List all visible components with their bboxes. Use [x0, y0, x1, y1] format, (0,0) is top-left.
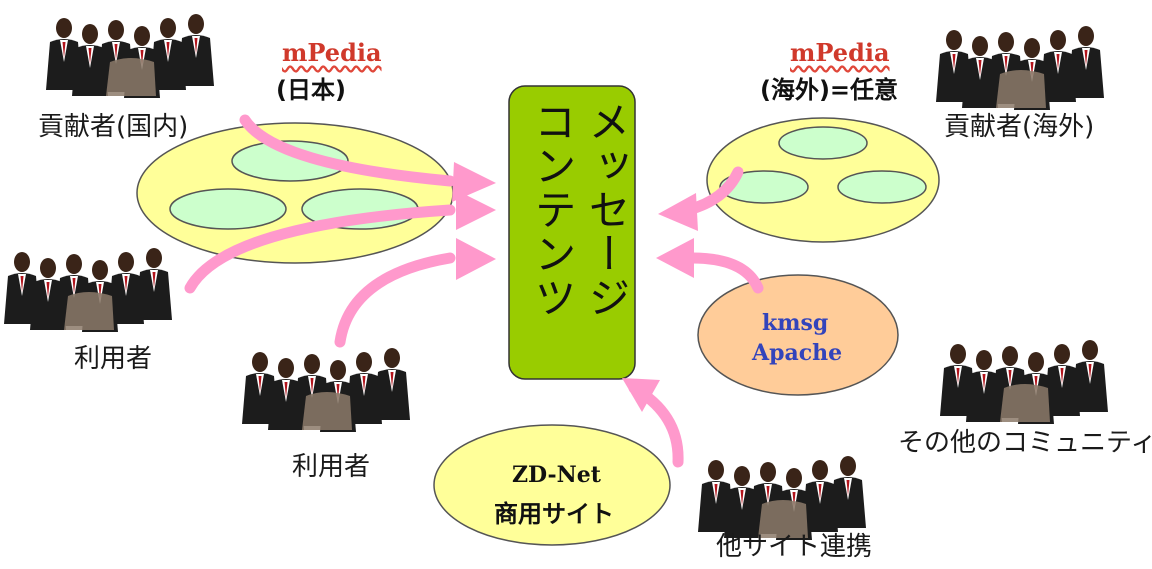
people-group-icon — [4, 248, 172, 332]
domestic-contributors-label: 貢献者(国内) — [38, 112, 189, 142]
overseas-contributors-label: 貢献者(海外) — [944, 112, 1095, 142]
people-group-icon — [936, 26, 1104, 110]
kmsg-label: kmsg — [762, 310, 829, 336]
people-group-icon — [698, 456, 866, 540]
zdnet-label: ZD-Net — [512, 462, 601, 488]
mpedia-japan-ellipse — [136, 122, 454, 264]
people-group-icon — [242, 348, 410, 432]
zdnet-ellipse — [433, 424, 671, 546]
other-site-link-label: 他サイト連携 — [716, 532, 873, 562]
mpedia-overseas-ellipse — [706, 117, 940, 243]
bottom-users-label: 利用者 — [292, 452, 371, 482]
message-content-line1: メッセージ — [582, 100, 631, 320]
message-content-line2: コンテンツ — [528, 100, 577, 320]
arrow-kmsg — [686, 252, 764, 294]
arrow-bottom-users — [334, 252, 456, 348]
message-content-box — [508, 85, 636, 380]
left-users-label: 利用者 — [74, 344, 153, 374]
other-community-label: その他のコミュニティ — [898, 428, 1152, 458]
mpedia-japan-title: mPedia — [282, 38, 382, 67]
mpedia-overseas-subtitle: (海外)=任意 — [760, 76, 899, 104]
people-group-icon — [46, 14, 214, 98]
arrow-domestic-users — [184, 204, 456, 294]
apache-label: Apache — [752, 340, 843, 366]
arrow-heads — [452, 162, 698, 412]
mpedia-japan-subtitle: (日本) — [276, 76, 346, 104]
commercial-site-label: 商用サイト — [494, 500, 614, 528]
mpedia-overseas-title: mPedia — [790, 38, 890, 67]
people-group-icon — [940, 340, 1108, 424]
kmsg-apache-ellipse — [697, 274, 899, 396]
arrow-domestic-contributors — [239, 114, 456, 187]
